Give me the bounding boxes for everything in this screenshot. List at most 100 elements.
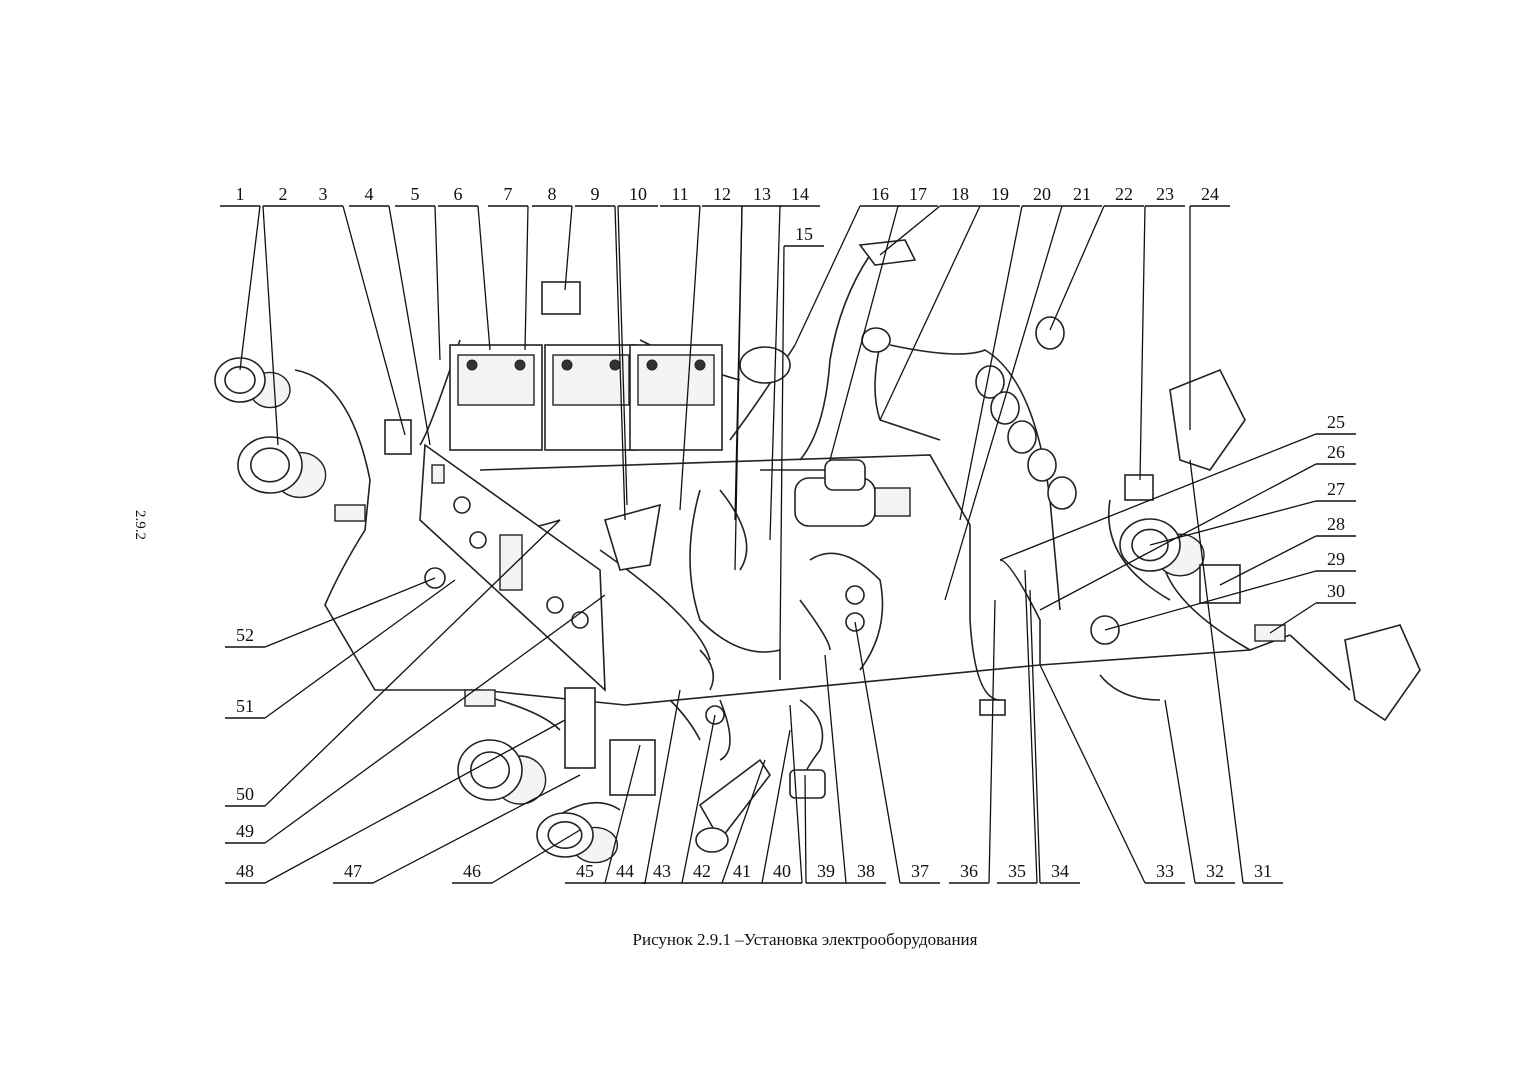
tool-42-head — [695, 827, 729, 853]
callout-label-12: 12 — [713, 184, 731, 204]
leader-line-7 — [524, 205, 529, 351]
leader-line-41 — [761, 729, 791, 884]
wire-23 — [1099, 674, 1161, 701]
callout-label-19: 19 — [991, 184, 1009, 204]
battery-3-terminal-a — [646, 359, 658, 371]
callout-label-39: 39 — [817, 861, 835, 881]
callout-label-25: 25 — [1327, 412, 1345, 432]
callout-label-47: 47 — [344, 861, 362, 881]
callout-label-23: 23 — [1156, 184, 1174, 204]
leader-line-8 — [564, 205, 573, 291]
callout-label-2: 2 — [279, 184, 288, 204]
leader-line-33 — [1039, 664, 1146, 884]
callout-label-32: 32 — [1206, 861, 1224, 881]
headlight-47-ring — [469, 751, 510, 789]
leader-line-50 — [264, 519, 561, 807]
callout-label-17: 17 — [909, 184, 927, 204]
leader-line-5 — [434, 205, 441, 361]
callout-label-3: 3 — [319, 184, 328, 204]
wire-25 — [719, 699, 731, 761]
connector-1 — [334, 504, 366, 522]
leader-line-40 — [789, 704, 803, 884]
starter-motor-nose — [874, 487, 911, 517]
callout-label-9: 9 — [591, 184, 600, 204]
callout-label-11: 11 — [671, 184, 688, 204]
panel-switch-1 — [431, 464, 445, 484]
leader-line-34 — [1029, 589, 1041, 884]
battery-3-terminal-b — [694, 359, 706, 371]
callout-label-22: 22 — [1115, 184, 1133, 204]
wire-19 — [599, 549, 711, 661]
rear-lamp-1-ring — [224, 365, 256, 394]
leader-line-17 — [829, 205, 899, 461]
callout-label-33: 33 — [1156, 861, 1174, 881]
leader-line-32 — [1164, 699, 1196, 884]
gauge-5 — [1047, 476, 1077, 510]
leader-line-4 — [388, 205, 431, 446]
leader-line-11 — [679, 205, 701, 511]
leader-line-23 — [1139, 205, 1146, 481]
wire-16 — [689, 489, 781, 680]
switch-3 — [384, 419, 412, 455]
connector-23 — [1124, 474, 1154, 501]
battery-2-terminal-a — [561, 359, 573, 371]
figure-caption: Рисунок 2.9.1 –Установка электрооборудов… — [632, 930, 978, 949]
leader-line-22 — [1049, 205, 1105, 331]
gauge-22 — [1035, 316, 1065, 350]
wire-1 — [294, 369, 480, 691]
gauge-2 — [990, 391, 1020, 425]
wire-24 — [669, 699, 701, 741]
leader-lines-layer — [239, 205, 1317, 884]
leader-line-48 — [264, 719, 566, 884]
callout-label-51: 51 — [236, 696, 254, 716]
panel-display — [499, 534, 523, 591]
control-box-24 — [1169, 368, 1246, 471]
leader-line-27 — [1149, 500, 1317, 546]
leader-line-6 — [477, 205, 491, 351]
wire-5 — [1164, 569, 1251, 651]
leader-line-3 — [342, 205, 406, 436]
callout-label-27: 27 — [1327, 479, 1345, 499]
leader-line-1 — [239, 205, 261, 371]
leader-line-13 — [734, 205, 743, 571]
leader-line-21 — [944, 205, 1063, 601]
leader-line-44 — [644, 689, 681, 884]
leader-line-30 — [1269, 602, 1317, 634]
leader-line-25 — [999, 433, 1317, 561]
leader-line-52 — [264, 577, 436, 648]
leader-line-35 — [1024, 569, 1038, 884]
leader-line-38 — [824, 654, 847, 884]
leader-line-31 — [1189, 459, 1244, 884]
fuse-box-48 — [564, 687, 596, 769]
wire-6 — [1108, 499, 1171, 601]
leader-line-51 — [264, 579, 456, 719]
callout-label-8: 8 — [548, 184, 557, 204]
panel-knob-4 — [571, 611, 589, 629]
leader-line-39 — [804, 774, 807, 884]
leader-line-16 — [794, 205, 861, 346]
callout-label-29: 29 — [1327, 549, 1345, 569]
callout-label-36: 36 — [960, 861, 978, 881]
leader-line-45 — [604, 744, 641, 884]
relay-14 — [739, 346, 791, 384]
leader-line-29 — [1104, 570, 1317, 631]
callout-label-13: 13 — [753, 184, 771, 204]
callout-label-34: 34 — [1051, 861, 1069, 881]
callout-label-46: 46 — [463, 861, 481, 881]
callout-label-30: 30 — [1327, 581, 1345, 601]
leader-line-37 — [854, 621, 901, 884]
callout-label-50: 50 — [236, 784, 254, 804]
wire-22 — [799, 699, 824, 776]
rear-lamp-46-ring — [547, 820, 583, 849]
sensor-18 — [858, 239, 917, 266]
battery-1-terminal-b — [514, 359, 526, 371]
wire-12 — [874, 344, 881, 421]
leader-line-15 — [779, 245, 785, 651]
switch-8 — [541, 281, 581, 315]
leader-line-36 — [988, 599, 996, 884]
ring-19 — [861, 327, 891, 353]
battery-1-terminal-a — [466, 359, 478, 371]
callout-label-28: 28 — [1327, 514, 1345, 534]
callout-label-49: 49 — [236, 821, 254, 841]
